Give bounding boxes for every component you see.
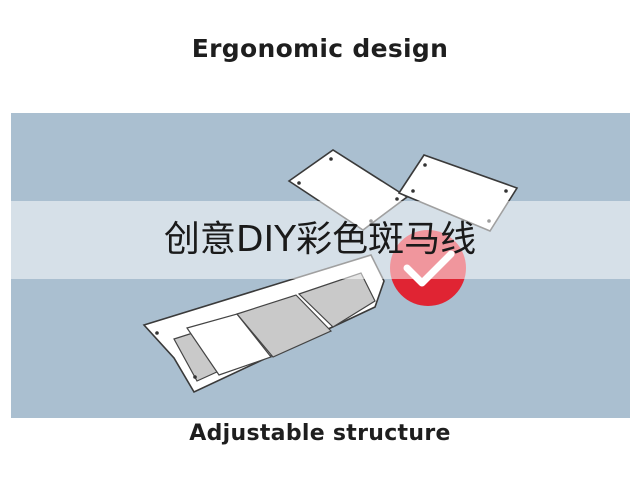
overlay-band (0, 201, 640, 279)
overlay-text: 创意DIY彩色斑马线 (163, 219, 477, 260)
main-board (142, 254, 385, 394)
caption-text: Adjustable structure (189, 421, 451, 446)
page-title: Ergonomic design (191, 34, 449, 63)
